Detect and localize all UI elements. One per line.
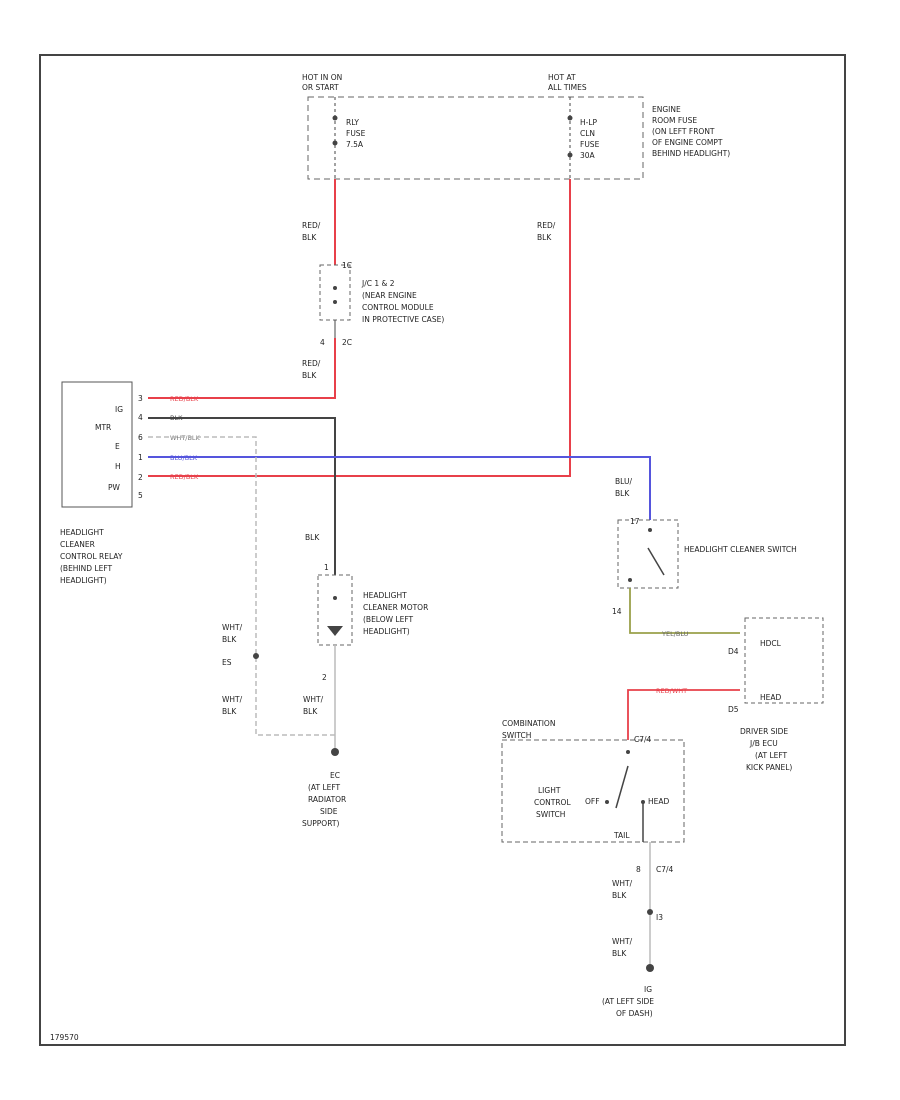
ground-left-wire-label-1: WHT/ BLK (222, 623, 245, 644)
hl-switch-dot-bottom (628, 578, 632, 582)
wire-label-red-blk-1: RED/ BLK (302, 221, 323, 242)
relay-num-6: 6 (138, 433, 143, 442)
diagram-id: 179570 (50, 1033, 79, 1042)
wire-label-red-blk-2: RED/ BLK (537, 221, 558, 242)
white-wire-relay-to-ground (148, 436, 335, 736)
ground-right-description: (AT LEFT SIDE OF DASH) (602, 997, 656, 1018)
relay-pin-ig: IG (115, 405, 123, 414)
splice-es-dot (253, 653, 259, 659)
fuse-left-dot-top (332, 115, 338, 121)
yellow-wire-switch-to-ecu (629, 588, 740, 634)
relay-num-4: 4 (138, 413, 143, 422)
relay-pin-pw: PW (108, 483, 121, 492)
relay-num-2: 2 (138, 473, 143, 482)
ecu-pin-d5: D5 (728, 705, 739, 714)
jb-ecu (744, 617, 824, 704)
combo-pin-bottom: C7/4 (656, 865, 674, 874)
relay-pin-mtr: MTR (95, 423, 111, 432)
combo-dot-off (605, 800, 609, 804)
jc-dot-bottom (333, 300, 337, 304)
hl-switch-pin-top: 17 (630, 517, 640, 526)
headlight-cleaner-relay (61, 381, 133, 508)
ecu-term-hdcl: HDCL (760, 639, 782, 648)
red-wire-jc-to-relay-ig (148, 338, 336, 399)
fuse-right-dot-bottom (567, 152, 573, 158)
hot-in-on-start-label: HOT IN ON OR START (302, 73, 345, 92)
ground-ig-symbol (646, 964, 654, 972)
motor-symbol (327, 626, 343, 636)
hot-at-all-times-label: HOT AT ALL TIMES (548, 73, 587, 92)
splice-i3-label: I3 (656, 913, 663, 922)
motor-description: HEADLIGHT CLEANER MOTOR (BELOW LEFT HEAD… (363, 591, 431, 636)
hl-switch-wire-label: BLU/ BLK (615, 477, 634, 498)
wire-label-red-blk-3: RED/ BLK (302, 359, 323, 380)
ecu-pin-d4: D4 (728, 647, 739, 656)
ground-left-wire-label-3: WHT/ BLK (303, 695, 326, 716)
ground-left-wire-label-2: WHT/ BLK (222, 695, 245, 716)
diagram-frame (39, 54, 846, 1046)
hl-switch-dot-top (648, 528, 652, 532)
combo-dot-top (626, 750, 630, 754)
wire-label-yel-blu: YEL/BLU (661, 630, 689, 638)
ecu-description: DRIVER SIDE J/B ECU (AT LEFT KICK PANEL) (740, 727, 792, 772)
combo-pos-off: OFF (585, 797, 600, 806)
motor-pin-top: 1 (324, 563, 329, 572)
ecu-term-head: HEAD (760, 693, 782, 702)
blue-wire-relay-to-switch (148, 456, 651, 520)
hl-switch-description: HEADLIGHT CLEANER SWITCH (684, 545, 797, 554)
wire-label-red-blk-ig: RED/BLK (170, 395, 199, 403)
ground-right-wire-label-2: WHT/ BLK (612, 937, 635, 958)
relay-description: HEADLIGHT CLEANER CONTROL RELAY (BEHIND … (60, 528, 125, 585)
combo-switch-contact (615, 765, 629, 809)
hl-switch-contact (647, 547, 665, 576)
black-wire-relay-to-motor (148, 417, 336, 575)
jc-pin-left: 4 (320, 338, 325, 347)
relay-num-3: 3 (138, 394, 143, 403)
red-wht-wire-ecu-to-combo (627, 689, 740, 740)
motor-wire-label-blk: BLK (305, 533, 320, 542)
wire-label-red-wht: RED/WHT (656, 687, 687, 695)
headlight-cleaner-switch (617, 519, 679, 589)
fuse-left-label: RLY FUSE 7.5A (346, 118, 368, 149)
engine-fuse-box-description: ENGINE ROOM FUSE (ON LEFT FRONT OF ENGIN… (652, 105, 730, 158)
ground-ec-symbol (331, 748, 339, 756)
combo-pos-tail: TAIL (613, 831, 630, 840)
ground-ig-code: IG (644, 985, 652, 994)
combo-label: LIGHT CONTROL SWITCH (534, 786, 573, 819)
jc-description: J/C 1 & 2 (NEAR ENGINE CONTROL MODULE IN… (361, 279, 444, 324)
combination-switch (501, 739, 685, 843)
wire-label-wht-blk-e: WHT/BLK (170, 434, 201, 442)
fuse-left-dot-bottom (332, 140, 338, 146)
combo-switch-title: COMBINATION SWITCH (502, 719, 558, 740)
splice-i3-dot (647, 909, 653, 915)
junction-connector (319, 264, 351, 321)
ground-left-description: (AT LEFT RADIATOR SIDE SUPPORT) (302, 783, 349, 828)
combo-pos-head: HEAD (648, 797, 670, 806)
relay-num-5: 5 (138, 491, 143, 500)
wire-label-red-blk-h: RED/BLK (170, 473, 199, 481)
fuse-right-dot-top (567, 115, 573, 121)
relay-pin-h: H (115, 462, 121, 471)
jc-dot-top (333, 286, 337, 290)
fuse-right-label: H-LP CLN FUSE 30A (580, 118, 602, 160)
motor-dot-top (333, 596, 337, 600)
splice-es-label: ES (222, 658, 232, 667)
combo-pin-bottom-num: 8 (636, 865, 641, 874)
ground-ec-code: EC (330, 771, 340, 780)
jc-pin-top: 1C (342, 261, 352, 270)
motor-pin-bottom: 2 (322, 673, 327, 682)
relay-pin-e: E (115, 442, 120, 451)
engine-fuse-box (307, 96, 644, 180)
red-wire-fuse-to-relay-h (148, 179, 571, 477)
hl-switch-pin-bottom: 14 (612, 607, 622, 616)
ground-right-wire-label-1: WHT/ BLK (612, 879, 635, 900)
relay-num-1: 1 (138, 453, 143, 462)
combo-pin-top: C7/4 (634, 735, 652, 744)
jc-pin-bottom: 2C (342, 338, 352, 347)
